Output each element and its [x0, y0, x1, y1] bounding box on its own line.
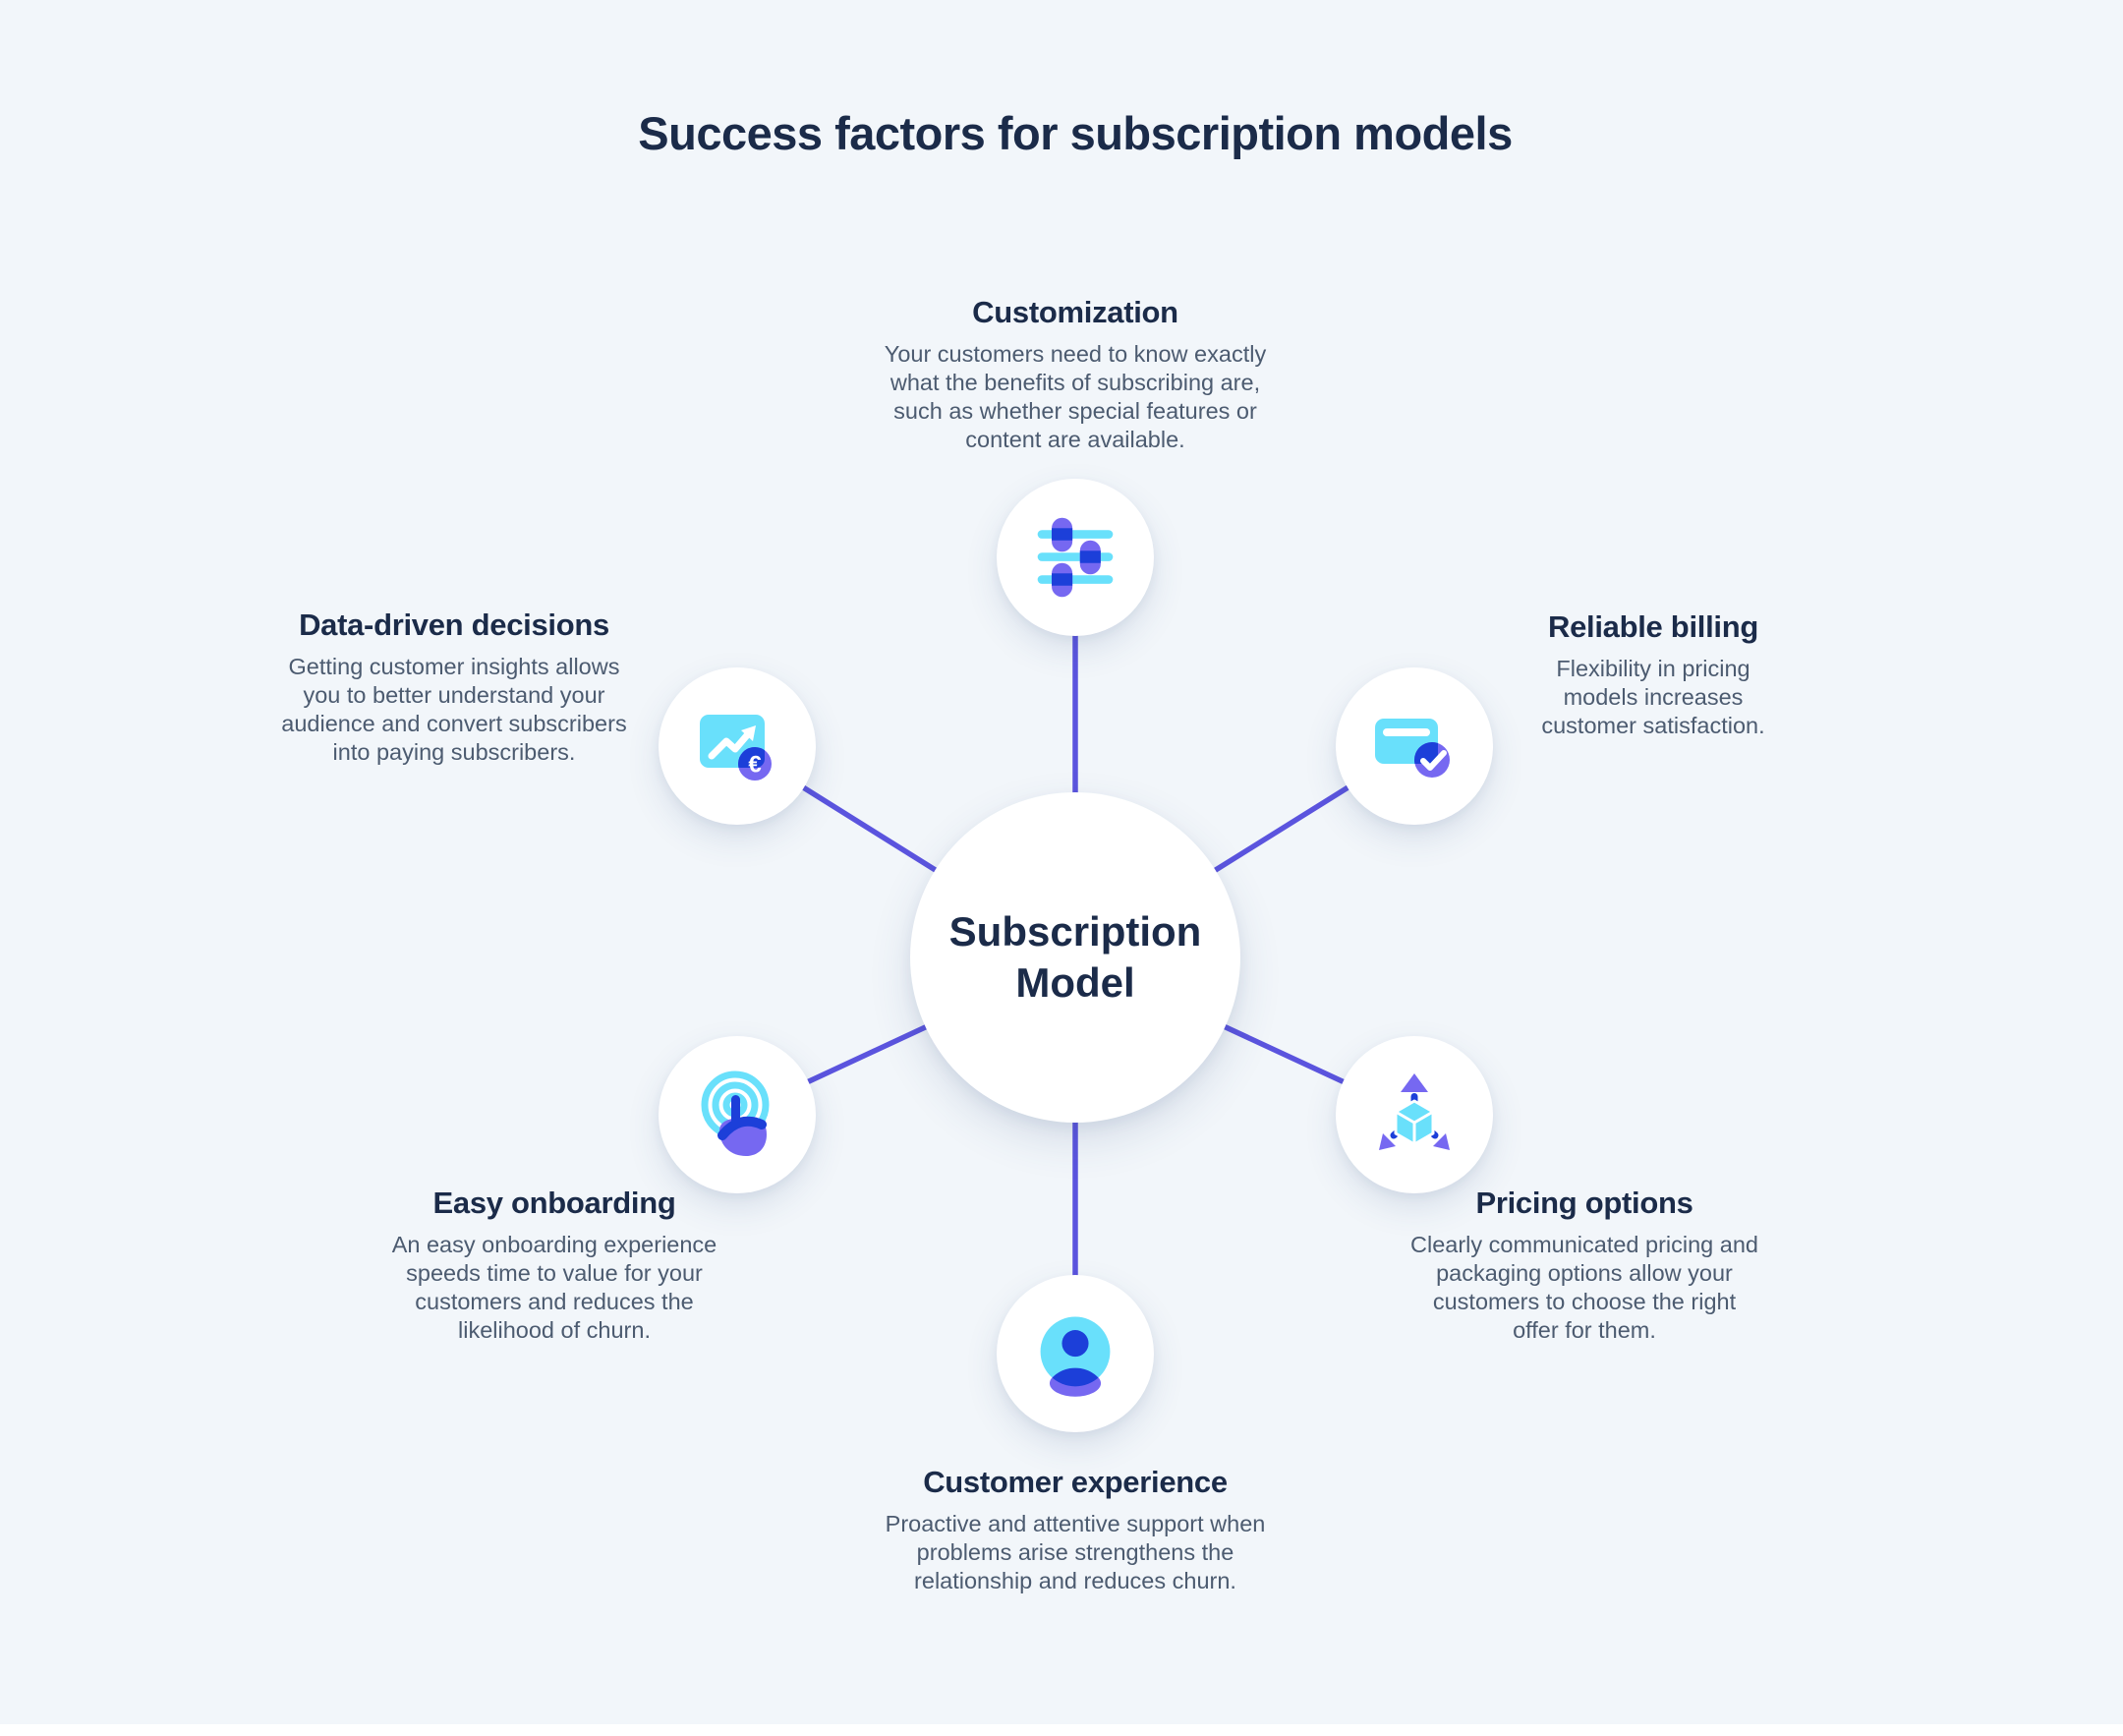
node-customization: Customization Your customers need to kno…	[751, 295, 1400, 454]
hub-circle: Subscription Model	[910, 792, 1240, 1123]
customer-experience-icon-circle	[997, 1275, 1154, 1432]
pricing-options-icon-circle	[1336, 1036, 1493, 1193]
node-description: Clearly communicated pricing and packagi…	[1410, 1232, 1758, 1343]
node-reliable-billing: Reliable billing Flexibility in pricing …	[1427, 609, 1879, 740]
node-title: Easy onboarding	[432, 1186, 676, 1220]
node-description: An easy onboarding experience speeds tim…	[391, 1232, 717, 1343]
sliders-icon	[1037, 517, 1114, 598]
node-description: Proactive and attentive support when pro…	[885, 1511, 1266, 1593]
node-title: Customization	[972, 295, 1178, 329]
credit-card-check-icon	[1375, 719, 1450, 778]
reliable-billing-icon-circle	[1336, 667, 1493, 825]
easy-onboarding-icon-circle	[659, 1036, 816, 1193]
node-data-driven-decisions: Data-driven decisions Getting customer i…	[149, 608, 759, 767]
tap-target-icon	[701, 1071, 770, 1156]
node-customer-experience: Customer experience Proactive and attent…	[751, 1465, 1400, 1595]
node-description: Getting customer insights allows you to …	[281, 654, 627, 765]
node-title: Reliable billing	[1548, 609, 1758, 644]
node-title: Pricing options	[1475, 1186, 1693, 1220]
data-driven-icon-circle: €	[659, 667, 816, 825]
svg-text:€: €	[748, 752, 761, 779]
chart-euro-icon: €	[700, 715, 772, 781]
node-description: Your customers need to know exactly what…	[884, 341, 1267, 452]
node-easy-onboarding: Easy onboarding An easy onboarding exper…	[250, 1186, 859, 1345]
customization-icon-circle	[997, 479, 1154, 636]
node-description: Flexibility in pricing models increases …	[1541, 656, 1765, 738]
bottom-strip	[0, 1724, 2123, 1736]
page-title: Success factors for subscription models	[638, 107, 1513, 159]
node-pricing-options: Pricing options Clearly communicated pri…	[1270, 1186, 1899, 1345]
user-avatar-icon	[1040, 1316, 1111, 1397]
cube-arrows-icon	[1379, 1073, 1450, 1150]
node-title: Data-driven decisions	[299, 608, 609, 642]
hub-label: Subscription Model	[948, 908, 1202, 1006]
node-title: Customer experience	[923, 1465, 1228, 1499]
